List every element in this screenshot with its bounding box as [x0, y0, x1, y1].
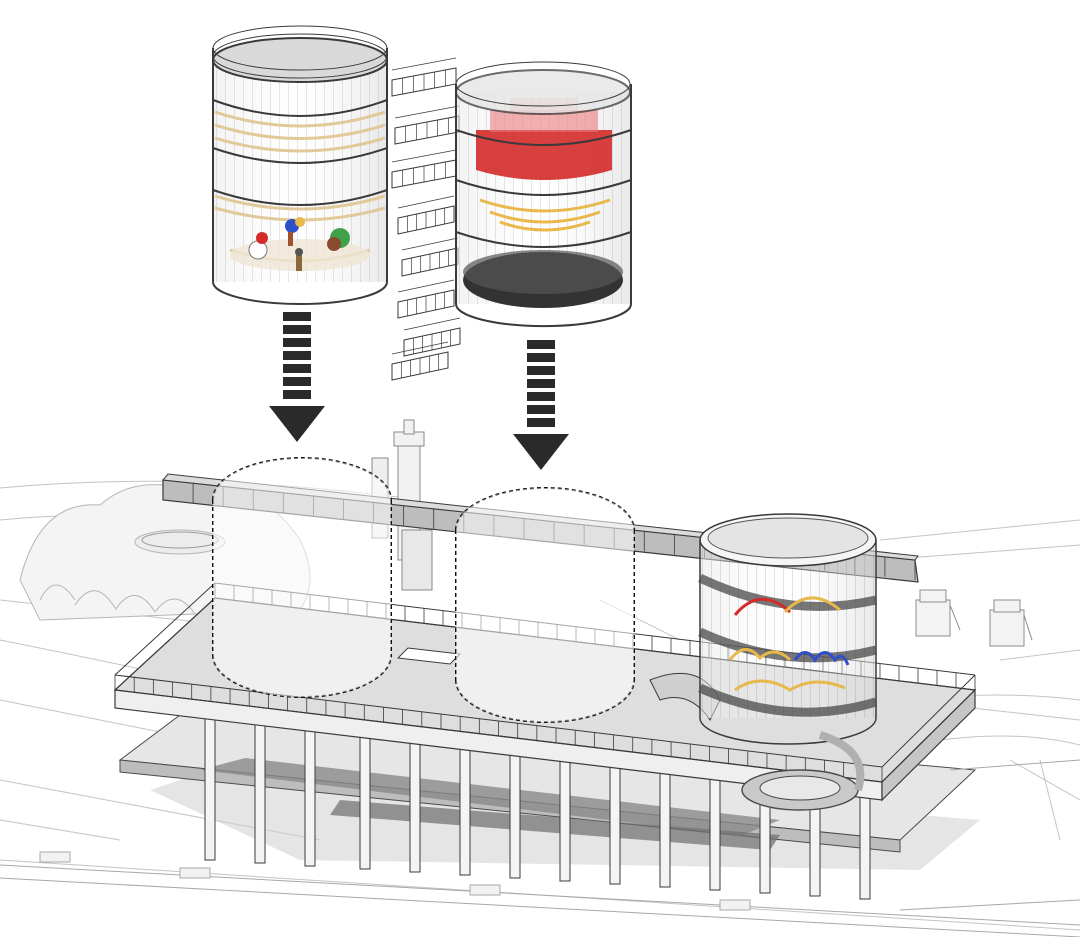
stair-flight [391, 149, 457, 189]
arrow-dash [283, 312, 311, 321]
red-arches [733, 597, 792, 616]
arrow-head [269, 406, 325, 442]
stair-flight [401, 237, 459, 277]
yellow-ring-floor [479, 198, 611, 232]
foreground-rail-edge [0, 759, 1080, 937]
insertion-arrow-left [269, 312, 325, 442]
arrow-dash [283, 364, 311, 373]
arrow-dash [283, 351, 311, 360]
exit-spiral-ramp [741, 731, 865, 811]
stair-flight [391, 57, 457, 97]
arrow-dash [527, 418, 555, 427]
wooden-ring-floors [214, 110, 386, 263]
support-columns [204, 699, 871, 900]
cylinder-module-right [455, 61, 632, 328]
arrow-dash [527, 379, 555, 388]
arrow-head [513, 434, 569, 470]
stair-flight [394, 105, 460, 145]
arrow-dash [527, 366, 555, 375]
insertion-arrows [269, 312, 569, 470]
connecting-staircase [391, 57, 461, 381]
arrow-dash [527, 340, 555, 349]
people-figures [248, 217, 350, 271]
stair-flight [397, 195, 455, 235]
insertion-arrow-right [513, 340, 569, 470]
arrow-dash [283, 325, 311, 334]
background-machinery [915, 589, 1033, 647]
cylinder-installed [698, 513, 878, 745]
arrow-dash [527, 353, 555, 362]
arrow-dash [283, 390, 311, 399]
slot-right-fill [456, 488, 634, 722]
cylinder-module-left [212, 25, 388, 305]
slot-left-fill [213, 458, 391, 697]
arrow-dash [283, 338, 311, 347]
stair-flight [391, 341, 449, 381]
arrow-dash [283, 377, 311, 386]
support-column [204, 699, 216, 861]
yellow-waves [728, 596, 846, 692]
support-column [304, 709, 316, 867]
stair-flight [403, 317, 461, 357]
arrow-dash [527, 405, 555, 414]
support-column [254, 704, 266, 864]
arrow-dash [527, 392, 555, 401]
blue-arches [793, 651, 850, 666]
stair-flight [397, 279, 455, 319]
